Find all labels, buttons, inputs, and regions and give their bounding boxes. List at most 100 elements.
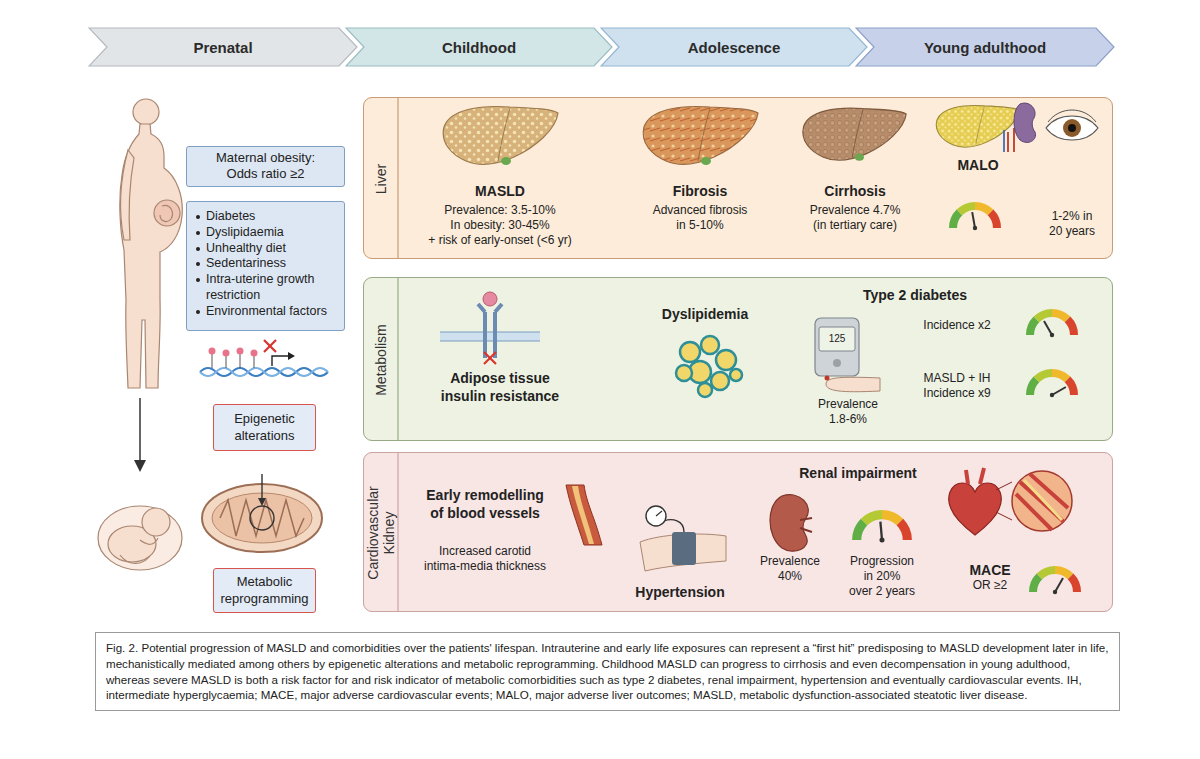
- label-heading: Adipose tissue: [450, 370, 550, 387]
- chevron-outline: [601, 28, 867, 66]
- label-text: Prevalence: [760, 554, 820, 568]
- chevron-outline: [346, 28, 612, 66]
- label-text: Prevalence: [818, 397, 878, 411]
- panel-label: Metabolism: [373, 300, 389, 420]
- drawing-part: [134, 460, 146, 472]
- drawing-part: [397, 278, 398, 440]
- drawing-part: [272, 356, 290, 366]
- insulin-receptor: [440, 292, 540, 364]
- risk-box: Maternal obesity:Odds ratio ≥2: [186, 146, 345, 187]
- label-text: 1-2% in: [1052, 209, 1093, 223]
- drawing-part: [212, 354, 213, 368]
- drawing-part: [857, 515, 908, 543]
- drawing-part: [264, 340, 276, 352]
- drawing-part: [936, 106, 1019, 148]
- label-anchor: MASLD: [475, 183, 525, 200]
- drawing-part: [976, 107, 985, 145]
- drawing-part: [209, 348, 216, 355]
- drawing-part: [1048, 110, 1096, 122]
- label-anchor: 1-2% in: [1052, 209, 1093, 223]
- drawing-part: [200, 368, 328, 376]
- stage-chevron: Childhood: [345, 27, 613, 67]
- drawing-part: [264, 340, 276, 352]
- drawing-part: [996, 512, 1012, 520]
- drawing-part: [443, 107, 558, 165]
- drawing-part: [1003, 130, 1005, 152]
- drawing-part: [698, 383, 712, 397]
- pregnant-woman: [120, 99, 182, 388]
- label-anchor: In obesity: 30-45%: [450, 218, 549, 232]
- blood-pressure-cuff: [640, 506, 726, 571]
- bullet-dot: [196, 215, 200, 219]
- caption-box: Fig. 2. Potential progression of MASLD a…: [95, 632, 1120, 711]
- gauge: [1030, 373, 1074, 397]
- drawing-part: [240, 354, 241, 368]
- kidney: [770, 495, 812, 552]
- label-text: 40%: [778, 569, 802, 583]
- stage-chevron: Young adulthood: [855, 27, 1115, 67]
- label-anchor: Advanced fibrosis: [653, 203, 748, 217]
- drawing-part: [572, 486, 594, 544]
- dna-strand: [200, 340, 328, 376]
- list-item: Unhealthy diet: [195, 241, 338, 257]
- label-text: OR ≥2: [973, 578, 1008, 592]
- label-anchor: 1.8-6%: [829, 412, 867, 426]
- drawing-part: [953, 206, 997, 230]
- drawing-part: [855, 154, 864, 161]
- box-text: Maternal obesity:: [216, 150, 315, 166]
- label-anchor: in 20%: [864, 569, 901, 583]
- label-anchor: Adipose tissue: [450, 370, 550, 387]
- list-item: Diabetes: [195, 209, 338, 225]
- label-text: Incidence x2: [923, 318, 990, 332]
- drawing-part: [501, 157, 511, 165]
- drawing-part: [200, 368, 328, 376]
- panel-grounds: [363, 97, 1113, 612]
- drawing-part: [120, 555, 150, 563]
- drawing-part: [656, 511, 662, 516]
- drawing-part: [363, 97, 1113, 259]
- label-anchor: MASLD + IH: [923, 371, 990, 385]
- drawing-part: [1030, 373, 1074, 397]
- label-anchor: (in tertiary care): [813, 218, 897, 232]
- kidney-and-vessels: [1004, 103, 1036, 152]
- drawing-part: [1068, 124, 1076, 132]
- label-text: 125: [829, 333, 846, 345]
- label-text: MASLD + IH: [923, 371, 990, 385]
- blood-vessel: [566, 485, 602, 545]
- gauge: [857, 515, 908, 543]
- drawing-part: [160, 205, 172, 221]
- drawing-part: [440, 332, 540, 341]
- label-text: in 20%: [864, 569, 901, 583]
- drawing-part: [972, 212, 975, 228]
- risk-factor: Dyslipidaemia: [206, 225, 338, 241]
- drawing-part: [646, 506, 666, 526]
- stage-title: Adolescence: [688, 39, 781, 56]
- drawing-part: [996, 482, 1012, 490]
- risk-factor: Unhealthy diet: [206, 241, 338, 257]
- label-anchor: insulin resistance: [441, 388, 559, 405]
- label-text: Prevalence 4.7%: [810, 203, 901, 217]
- drawing-part: [1014, 103, 1036, 142]
- drawing-part: [120, 124, 182, 388]
- drawing-part: [701, 157, 711, 165]
- heart: [949, 468, 1072, 535]
- drawing-part: [966, 468, 984, 484]
- panel-label: Cardiovascular Kidney: [365, 473, 397, 593]
- label-heading: Type 2 diabetes: [863, 287, 967, 304]
- drawing-part: [880, 522, 882, 540]
- drawing-part: [498, 108, 510, 161]
- eye: [1046, 110, 1098, 140]
- label-anchor: Incidence x9: [923, 386, 990, 400]
- drawing-part: [643, 107, 758, 165]
- label-heading: Hypertension: [635, 584, 724, 601]
- side-label-holder: Metabolism: [373, 300, 389, 420]
- drawing-part: [672, 532, 696, 565]
- label-anchor: Prevalence: [760, 554, 820, 568]
- label-text: Prevalence: 3.5-10%: [444, 203, 555, 217]
- drawing-part: [1024, 480, 1062, 520]
- drawing-part: [815, 318, 859, 376]
- drawing-part: [397, 98, 398, 258]
- risk-factor: Environmental factors: [206, 304, 338, 320]
- chevron-outline: [856, 28, 1114, 66]
- label-heading: Fibrosis: [673, 183, 727, 200]
